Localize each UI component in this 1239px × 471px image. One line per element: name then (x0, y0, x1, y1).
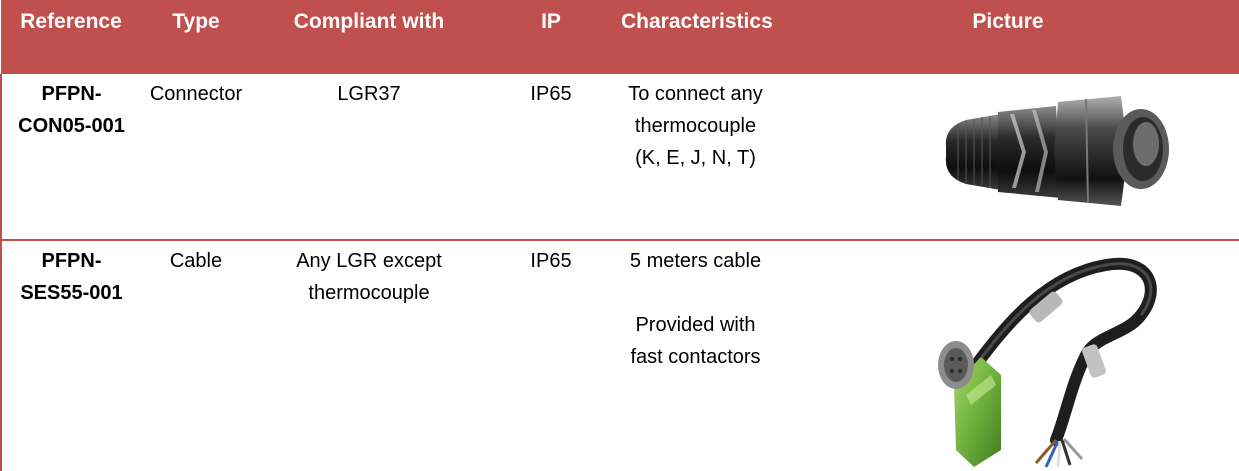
picture-cell (776, 74, 1239, 241)
ip-cell: IP65 (530, 250, 572, 272)
header-row: Reference Type Compliant with IP Charact… (1, 0, 1239, 74)
header-reference: Reference (20, 10, 122, 33)
characteristics-line: Provided with fast contactors (630, 314, 761, 368)
connector-photo (945, 96, 1169, 206)
header-picture: Picture (972, 10, 1044, 33)
compliant-cell: Any LGR except thermocouple (296, 250, 442, 304)
picture-cell (776, 240, 1239, 471)
compliant-cell: LGR37 (251, 74, 487, 241)
type-cell: Connector (141, 74, 251, 241)
characteristics-text: To connect any thermocouple (K, E, J, N,… (628, 83, 763, 169)
header-compliant: Compliant with (293, 10, 445, 33)
cable-photo (938, 257, 1157, 468)
ip-cell: IP65 (487, 74, 615, 241)
characteristics-line: 5 meters cable (629, 250, 762, 272)
table-row: PFPN-CON05-001 Connector LGR37 IP65 To c… (0, 74, 1239, 241)
type-cell: Cable (169, 250, 223, 272)
reference-cell: PFPN-CON05-001 (0, 74, 141, 241)
characteristics-cell: To connect any thermocouple (K, E, J, N,… (615, 74, 776, 241)
header-type: Type (172, 10, 220, 33)
table-row: PFPN-SES55-001 Cable Any LGR except ther… (0, 240, 1239, 471)
header-ip: IP (541, 10, 561, 33)
characteristics-cell: 5 meters cable Provided with fast contac… (615, 240, 776, 471)
reference-cell: PFPN-SES55-001 (0, 240, 141, 471)
header-characteristics: Characteristics (621, 10, 773, 33)
